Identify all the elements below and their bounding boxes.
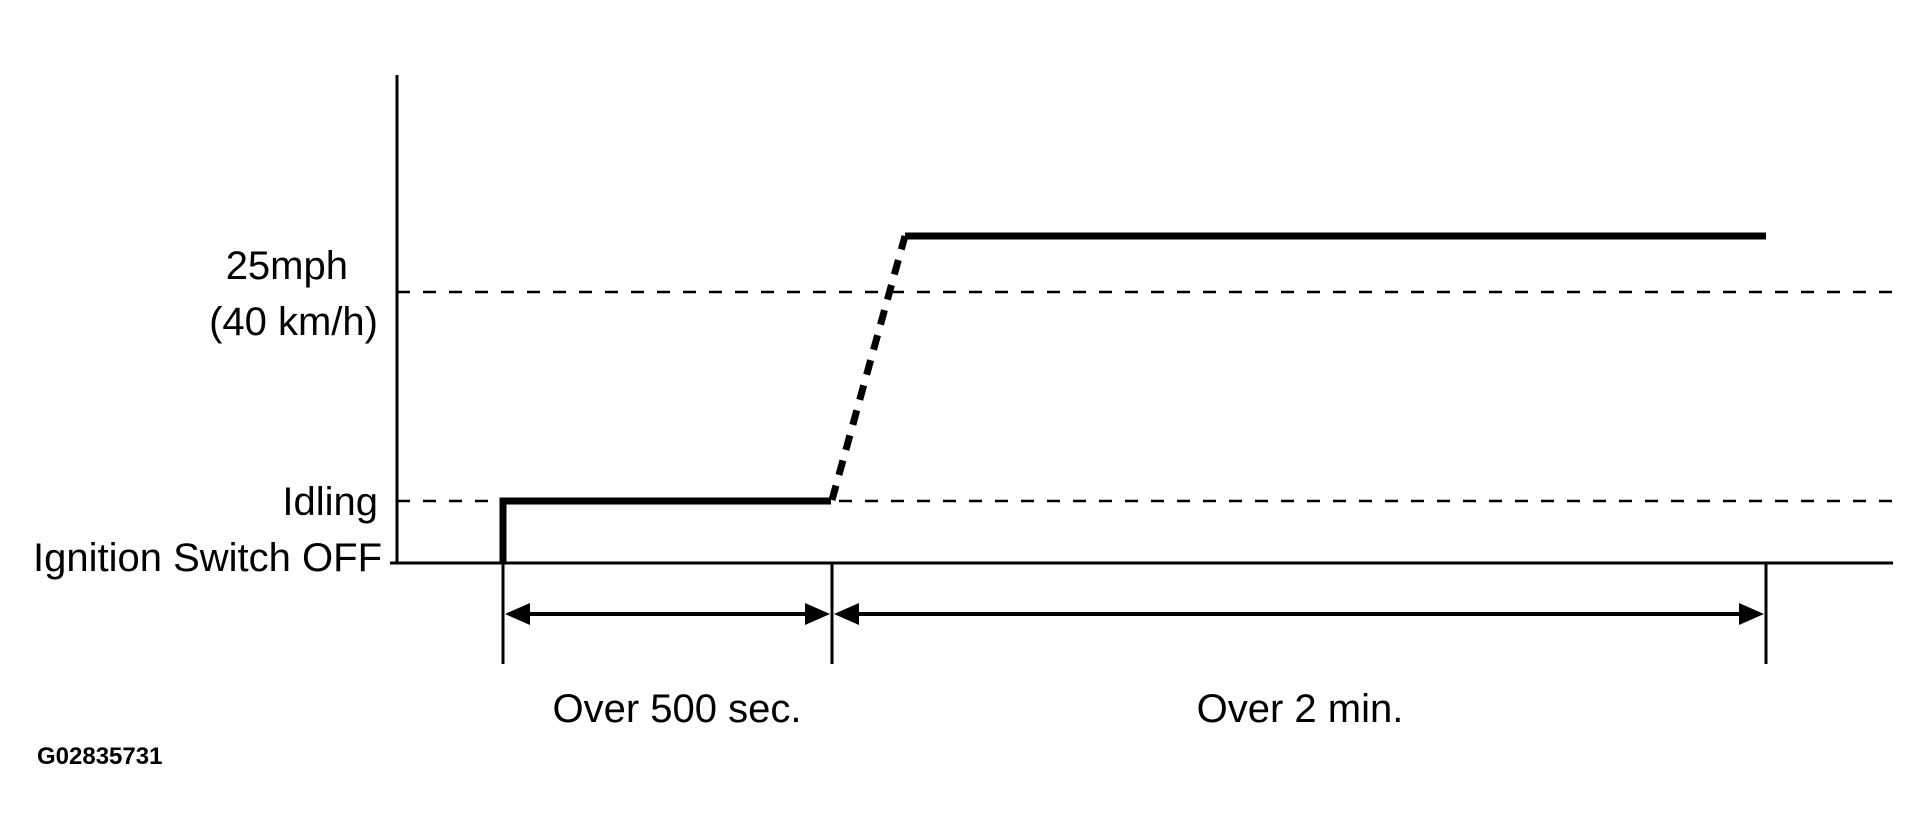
acceleration-dotted-line: [828, 235, 909, 501]
arrow-right-head-icon: [805, 603, 830, 625]
speed-label-kmh: (40 km/h): [209, 300, 378, 344]
idling-profile-line: [499, 497, 831, 563]
ignition-switch-off-label: Ignition Switch OFF: [33, 536, 382, 580]
idling-label: Idling: [282, 480, 378, 524]
duration-label-second: Over 2 min.: [1197, 687, 1404, 731]
duration-arrow-second: [834, 603, 1764, 625]
speed-label-mph: 25mph: [226, 244, 348, 288]
duration-arrow-first: [505, 603, 830, 625]
arrow-left-head-icon: [505, 603, 530, 625]
duration-label-first: Over 500 sec.: [552, 687, 801, 731]
arrow-right-head-icon: [1739, 603, 1764, 625]
figure-code: G02835731: [37, 743, 162, 770]
arrow-left-head-icon: [834, 603, 859, 625]
